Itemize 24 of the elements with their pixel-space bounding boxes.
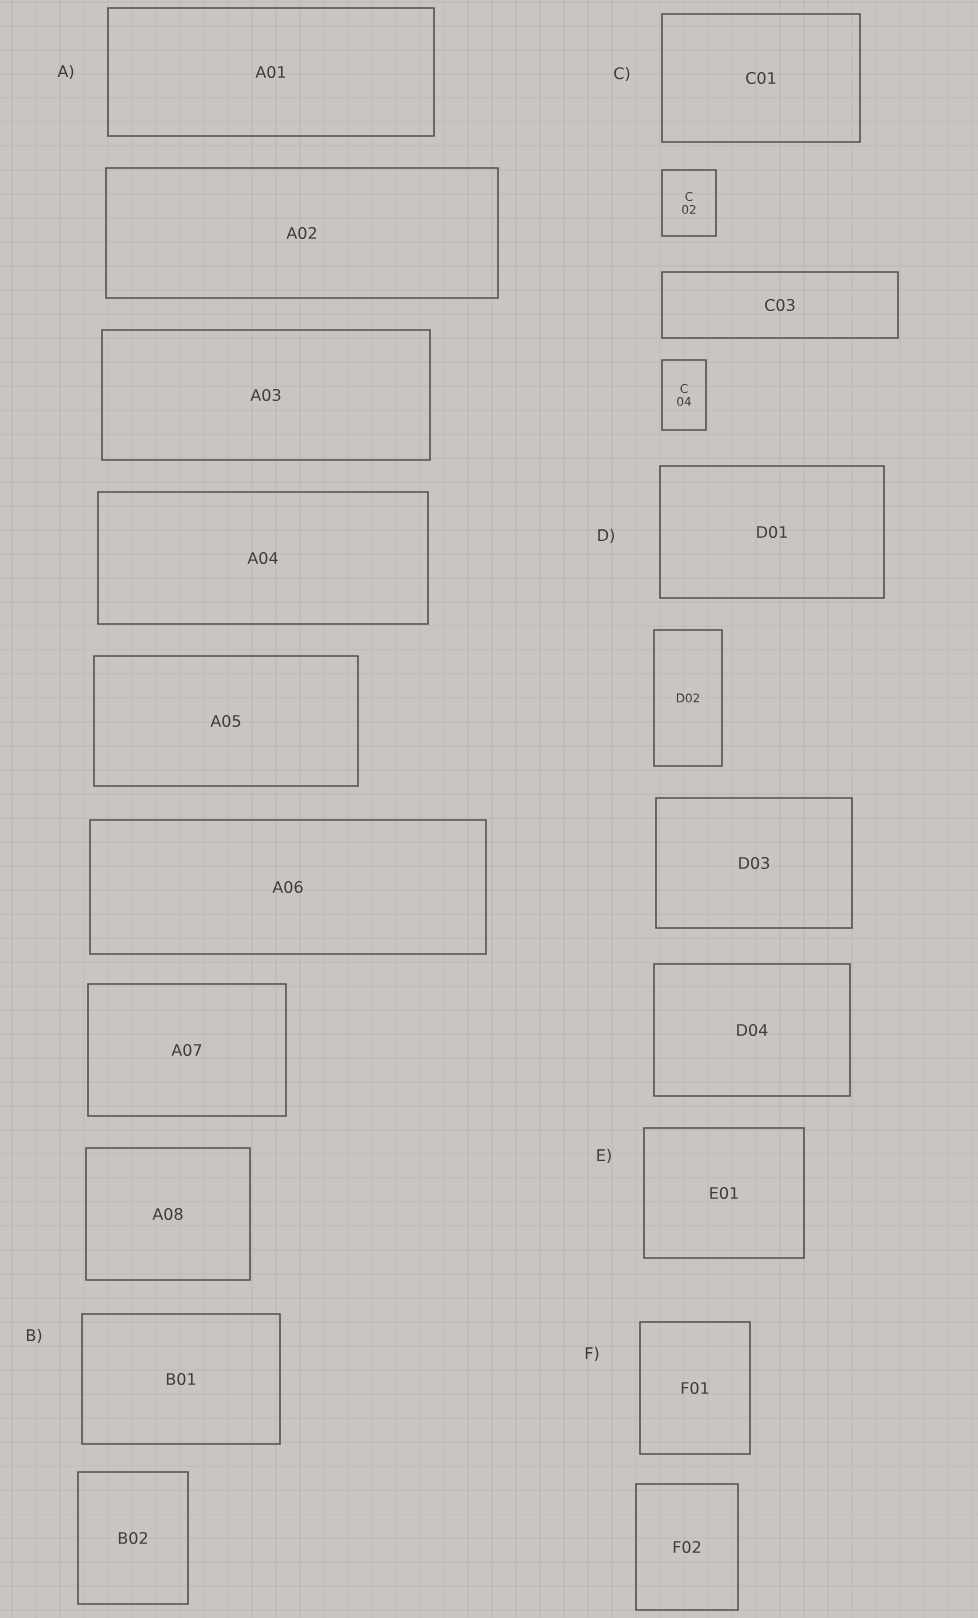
box: D01 [659,465,885,599]
box: D04 [653,963,851,1097]
section-letter: F) [585,1346,599,1362]
section-letter: B) [26,1328,42,1344]
box: A08 [85,1147,251,1281]
box: D03 [655,797,853,929]
box: A01 [107,7,435,137]
box: A03 [101,329,431,461]
box: A06 [89,819,487,955]
box: F01 [639,1321,751,1455]
section-letter: A) [57,64,74,80]
box: C03 [661,271,899,339]
box: F02 [635,1483,739,1611]
box: B01 [81,1313,281,1445]
box: E01 [643,1127,805,1259]
section-letter: C) [614,66,630,82]
section-letter: E) [597,1148,611,1164]
section-letter: D) [598,528,614,544]
box: B02 [77,1471,189,1605]
box: A04 [97,491,429,625]
box: A02 [105,167,499,299]
box: A07 [87,983,287,1117]
box: C01 [661,13,861,143]
box: A05 [93,655,359,787]
